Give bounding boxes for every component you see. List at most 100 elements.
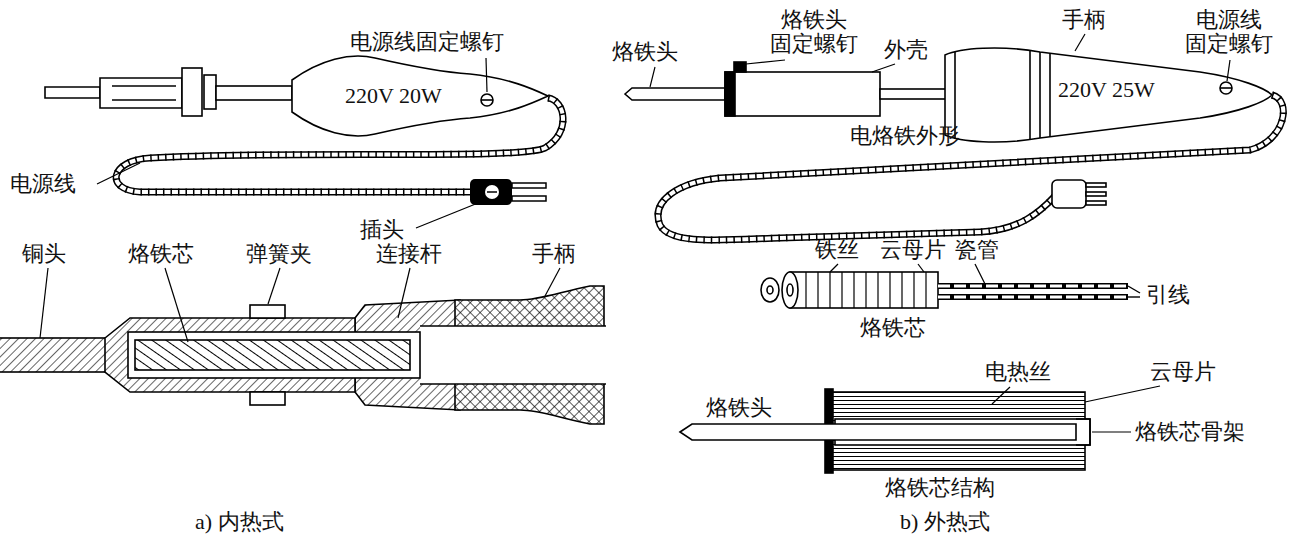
plug [1052,180,1106,208]
leader-lines [398,268,410,318]
leader-lines [650,67,655,87]
heating-core [787,284,793,296]
internal-iron-section [250,305,285,318]
external-iron-view [625,88,725,100]
heating-core [913,272,914,308]
leader-lines [545,268,560,296]
internal-iron-view [481,99,493,101]
external-iron-view [1029,51,1031,139]
leader-lines [1092,431,1131,432]
part-label: 烙铁芯 [128,242,194,266]
leader-lines [1075,34,1085,51]
part-label: 电源线固定螺钉 [350,30,504,54]
part-label: 云母片 [1150,360,1216,384]
leader-lines [486,58,487,92]
leader-lines [1085,386,1160,402]
internal-iron-section [420,325,606,327]
external-iron-view [725,72,880,116]
power-cord [658,95,1283,240]
part-label: 插头 [360,218,404,242]
part-label: 烙铁头 固定螺钉 [770,8,858,56]
power-cord [116,98,563,192]
part-label: 电源线 [10,172,76,196]
heating-core [767,286,773,294]
leader-lines [40,34,1230,432]
heating-core [877,272,878,308]
part-label: 电源线 固定螺钉 [1185,8,1273,56]
part-label: 弹簧夹 [246,242,312,266]
part-label: 电热丝 [985,360,1051,384]
power-cord [116,98,563,192]
heating-core [865,272,866,308]
power-cord [116,98,563,192]
plug [487,191,497,193]
leader-lines [872,64,895,72]
heating-core [938,294,1128,300]
view-caption: 电烙铁外形 [850,124,960,148]
internal-iron-section [128,332,420,378]
part-label: 铜头 [22,242,66,266]
heating-core [790,272,938,308]
part-label: 云母片 [880,238,946,262]
internal-iron-view [204,75,216,109]
part-label: 引线 [1146,283,1190,307]
external-iron-view [880,89,946,99]
part-label: 瓷管 [955,238,999,262]
heating-core [853,272,854,308]
rating-text: 220V 25W [1058,78,1155,102]
heating-core [817,272,818,308]
core-structure [680,389,1090,473]
internal-iron-section [420,326,606,384]
heating-core [761,278,779,302]
external-iron-view [1039,52,1041,138]
external-iron-view [1220,87,1232,89]
external-iron-view [734,62,746,72]
leader-lines [746,60,785,64]
external-iron-view [725,72,735,116]
heating-core [925,272,926,308]
heating-core [901,272,902,308]
leader-lines [1227,60,1230,81]
internal-iron-section [0,286,606,424]
external-iron-view [945,48,1272,142]
part-label: 烙铁芯 [860,316,926,340]
sub-caption: b) 外热式 [900,510,990,534]
leader-lines [992,387,1010,404]
internal-iron-view [112,99,176,101]
internal-iron-view [216,86,292,100]
heating-core [889,272,890,308]
internal-iron-view [45,56,548,136]
internal-iron-view [292,56,548,136]
leader-lines [40,268,48,338]
heating-core [1128,296,1140,297]
plug [485,185,499,199]
internal-iron-section [0,338,110,372]
part-label: 烙铁头 [706,396,772,420]
plug [512,196,546,201]
part-label: 外壳 [884,38,928,62]
plug [1052,180,1086,208]
heating-core [938,285,1128,288]
external-iron-view [1220,82,1232,94]
internal-iron-view [45,87,100,98]
part-label: 烙铁头 [612,40,678,64]
heating-core [938,283,1128,289]
part-label: 连接杆 [376,242,442,266]
internal-iron-view [481,94,493,106]
leader-lines [416,203,478,228]
power-cord [658,95,1283,240]
rating-text: 220V 20W [345,84,442,108]
internal-iron-view [112,85,176,87]
internal-iron-view [182,68,202,116]
heating-core [1128,286,1140,293]
core-structure [1076,419,1090,445]
power-cord [658,95,1283,240]
heating-core [829,272,830,308]
power-cord [658,95,1283,240]
plug [470,179,512,205]
core-structure [680,424,1076,440]
leader-lines [918,264,924,272]
part-label: 手柄 [532,242,576,266]
heating-core [806,272,926,308]
